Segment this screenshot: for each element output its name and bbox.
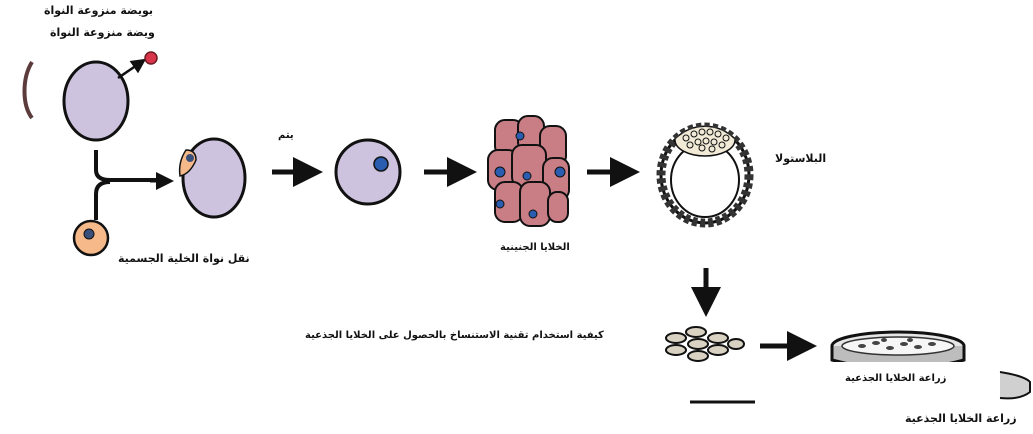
partial-dish-right	[1000, 372, 1030, 398]
blastula	[661, 124, 749, 223]
zygote	[336, 140, 400, 204]
label-stem-culture: زراعة الخلايا الجذعية	[845, 373, 946, 384]
egg-cell	[64, 62, 128, 140]
somatic-nucleus	[84, 229, 94, 239]
label-embryonic-cells: الخلايا الجنينية	[500, 242, 570, 253]
morula	[488, 116, 569, 226]
label-caption: كيفية استخدام تقنية الاستنساخ بالحصول عل…	[305, 330, 604, 341]
partial-cell-left	[25, 62, 33, 118]
label-blastula: البلاستولا	[775, 152, 826, 165]
label-stem-culture-2: زراعة الخلايا الجذعية	[905, 412, 1017, 425]
merge-connector	[96, 150, 158, 180]
zygote-nucleus	[374, 157, 388, 171]
label-egg-bottom: ويضة منزوعة النواة	[50, 26, 155, 39]
label-egg-top: بويضة منزوعة النواة	[44, 4, 153, 17]
label-division: يتم	[278, 130, 294, 141]
fused-nucleus	[186, 154, 194, 162]
label-nucleus-transfer: نقل نواة الخلية الجسمية	[118, 252, 250, 265]
removal-arrow	[118, 63, 140, 78]
merge-connector-lower	[96, 182, 110, 220]
isolated-stem-cells	[666, 327, 744, 361]
removed-nucleus	[145, 52, 157, 64]
